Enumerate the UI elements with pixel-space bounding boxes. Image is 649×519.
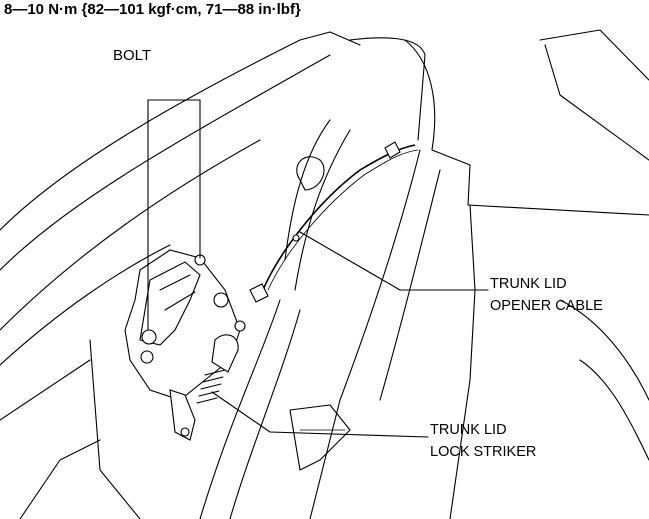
lock-striker-label-line2: LOCK STRIKER [430,444,537,460]
opener-cable [249,141,419,303]
opener-cable-label-line2: OPENER CABLE [490,298,603,314]
lock-striker-assembly [124,249,246,441]
leader-lines [147,99,489,438]
bolt-label: BOLT [113,47,152,64]
vehicle-body-lines [0,29,649,519]
lock-striker-label-line1: TRUNK LID [430,422,507,438]
opener-cable-label-line1: TRUNK LID [490,276,567,292]
torque-specification: 8—10 N·m {82—101 kgf·cm, 71—88 in·lbf} [4,1,301,18]
